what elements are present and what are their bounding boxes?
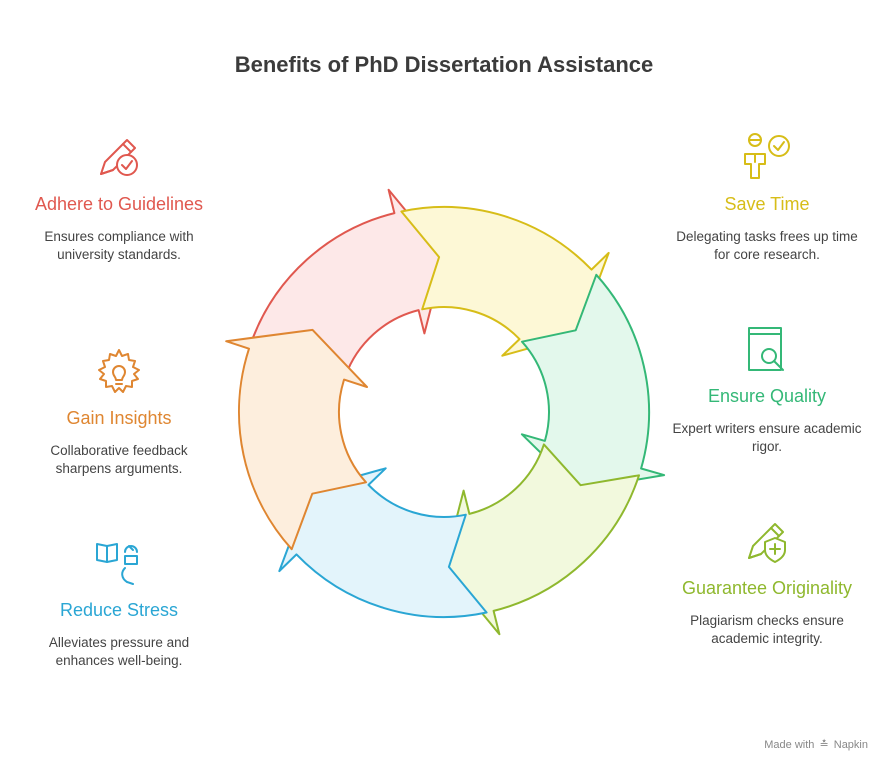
benefit-description: Ensures compliance with university stand… [44,229,194,262]
benefit-title: Guarantee Originality [681,578,853,598]
cycle-segment-guarantee-originality [443,443,640,636]
napkin-logo-icon: ≛ [819,739,829,751]
benefit-title: Ensure Quality [707,386,827,406]
person-check-icon [744,133,790,179]
benefit-description: Alleviates pressure and enhances well-be… [48,635,190,668]
benefit-title: Save Time [724,194,810,214]
benefit-description: Expert writers ensure academic rigor. [672,421,862,454]
benefit-ensure-quality: Ensure Quality Expert writers ensure aca… [672,324,862,456]
benefit-gain-insights: Gain Insights Collaborative feedback sha… [24,346,214,478]
pen-check-icon [100,139,138,176]
benefit-title: Gain Insights [66,408,172,428]
benefit-description: Plagiarism checks ensure academic integr… [690,613,844,646]
benefit-description: Delegating tasks frees up time for core … [676,229,858,262]
page-title: Benefits of PhD Dissertation Assistance [234,52,654,77]
book-person-icon [96,543,138,585]
cycle-segment-save-time [400,206,610,357]
cycle-segment-ensure-quality [520,273,666,491]
benefit-save-time: Save Time Delegating tasks frees up time… [672,132,862,264]
pen-shield-icon [748,523,786,563]
cycle-segment-gain-insights [225,328,368,551]
footer-credit: Made with ≛ Napkin [764,738,868,751]
footer-made-with: Made with [764,739,815,751]
book-search-icon [748,327,784,371]
benefit-adhere-to-guidelines: Adhere to Guidelines Ensures compliance … [24,132,214,264]
cycle-segment-adhere-to-guidelines [250,188,445,378]
benefit-title: Adhere to Guidelines [34,194,204,214]
footer-brand: Napkin [833,739,868,751]
benefit-title: Reduce Stress [59,600,179,620]
benefit-description: Collaborative feedback sharpens argument… [50,443,188,476]
cycle-segment-reduce-stress [278,467,488,618]
benefit-reduce-stress: Reduce Stress Alleviates pressure and en… [24,538,214,670]
gear-bulb-icon [98,349,140,393]
benefit-guarantee-originality: Guarantee Originality Plagiarism checks … [672,516,862,648]
